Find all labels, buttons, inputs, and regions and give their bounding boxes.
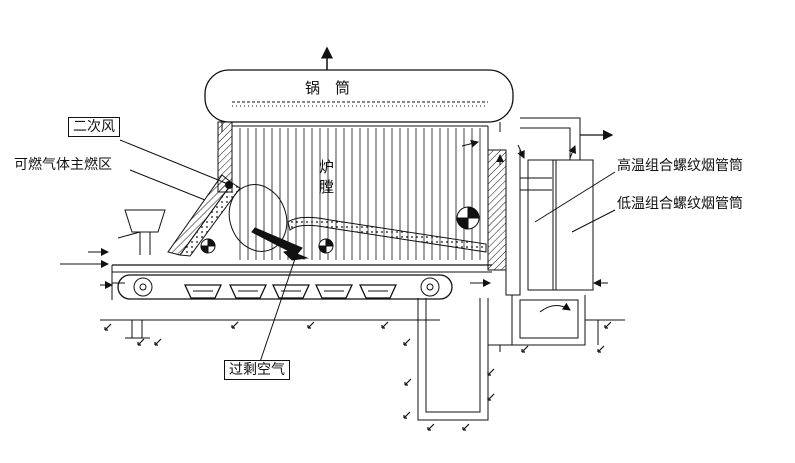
air-box-1 — [183, 284, 223, 299]
leader-combustible-gas — [129, 169, 206, 201]
ground-marker — [487, 368, 495, 376]
ground-marker — [307, 321, 315, 329]
ground-marker — [154, 338, 162, 346]
air-box-3 — [271, 284, 311, 299]
leader-low-temp — [571, 209, 616, 233]
ground-marker — [427, 423, 435, 431]
high-temp-tubes-label: 高温组合螺纹烟管筒 — [617, 158, 743, 174]
flow-symbol-3 — [456, 206, 480, 230]
furnace-label-1: 炉 — [319, 158, 335, 176]
rear-arch — [287, 216, 487, 253]
ground-marker — [403, 338, 411, 346]
drum-label: 锅 筒 — [305, 79, 351, 97]
ground-marker — [487, 393, 495, 401]
ground-marker — [403, 411, 411, 419]
furnace-label-2: 膛 — [319, 178, 335, 196]
excess-air-label: 过剩空气 — [224, 360, 290, 380]
high-temp-tube-bank — [527, 159, 557, 291]
flow-symbol-1 — [200, 238, 216, 254]
ground-marker — [381, 321, 389, 329]
leader-secondary-air — [119, 139, 229, 185]
ground-markers — [104, 321, 612, 431]
ground-marker — [404, 378, 412, 386]
ground-marker — [597, 345, 605, 353]
ground-marker — [521, 345, 529, 353]
air-box-4 — [314, 284, 354, 299]
low-temp-tubes-label: 低温组合螺纹烟管筒 — [617, 196, 743, 212]
low-temp-tube-bank — [552, 159, 594, 291]
ground-marker — [137, 338, 145, 346]
fuel-hopper — [117, 209, 166, 255]
air-box-5 — [358, 284, 398, 299]
base-structure — [100, 298, 520, 421]
ground-marker — [231, 321, 239, 329]
combustible-gas-zone-label: 可燃气体主燃区 — [14, 157, 112, 173]
excess-air-arrow — [251, 227, 309, 261]
leader-high-temp — [534, 171, 616, 223]
combustion-zone-ellipse — [228, 184, 288, 252]
ground-marker — [462, 423, 470, 431]
ground-marker — [104, 323, 112, 331]
air-boxes — [183, 284, 398, 299]
furnace-rear-wall — [487, 149, 507, 271]
secondary-air-label: 二次风 — [68, 117, 120, 137]
drum — [204, 69, 514, 123]
air-box-2 — [228, 284, 268, 299]
flow-symbol-2 — [318, 238, 334, 254]
secondary-air-nozzle — [225, 181, 233, 189]
convective-section — [505, 117, 625, 346]
ground-marker — [604, 321, 612, 329]
leader-excess-air — [259, 249, 299, 363]
chain-grate — [111, 264, 492, 300]
